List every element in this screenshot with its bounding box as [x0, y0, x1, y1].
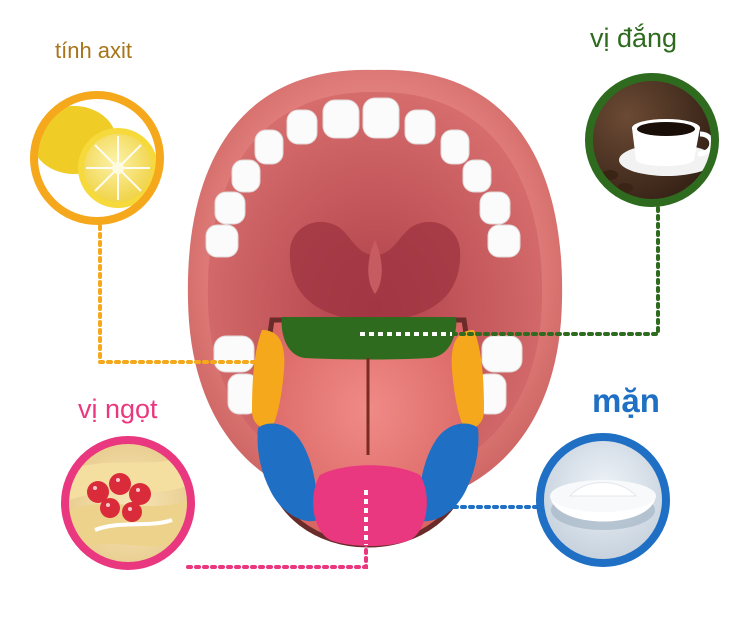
tongue	[252, 317, 484, 548]
label-bitter: vị đắng	[590, 23, 678, 53]
connector-sweet	[186, 488, 368, 569]
upper-teeth	[205, 97, 521, 258]
coffee-image	[585, 73, 719, 207]
connector-bitter	[360, 198, 660, 336]
lemon-image	[30, 91, 164, 225]
cake-image	[61, 436, 195, 570]
label-salty: mặn	[592, 382, 660, 419]
salt-image	[536, 433, 670, 567]
connector-acid	[98, 216, 270, 364]
label-acid: tính axit	[55, 38, 133, 63]
lower-teeth	[213, 335, 523, 415]
label-sweet: vị ngọt	[78, 394, 158, 424]
